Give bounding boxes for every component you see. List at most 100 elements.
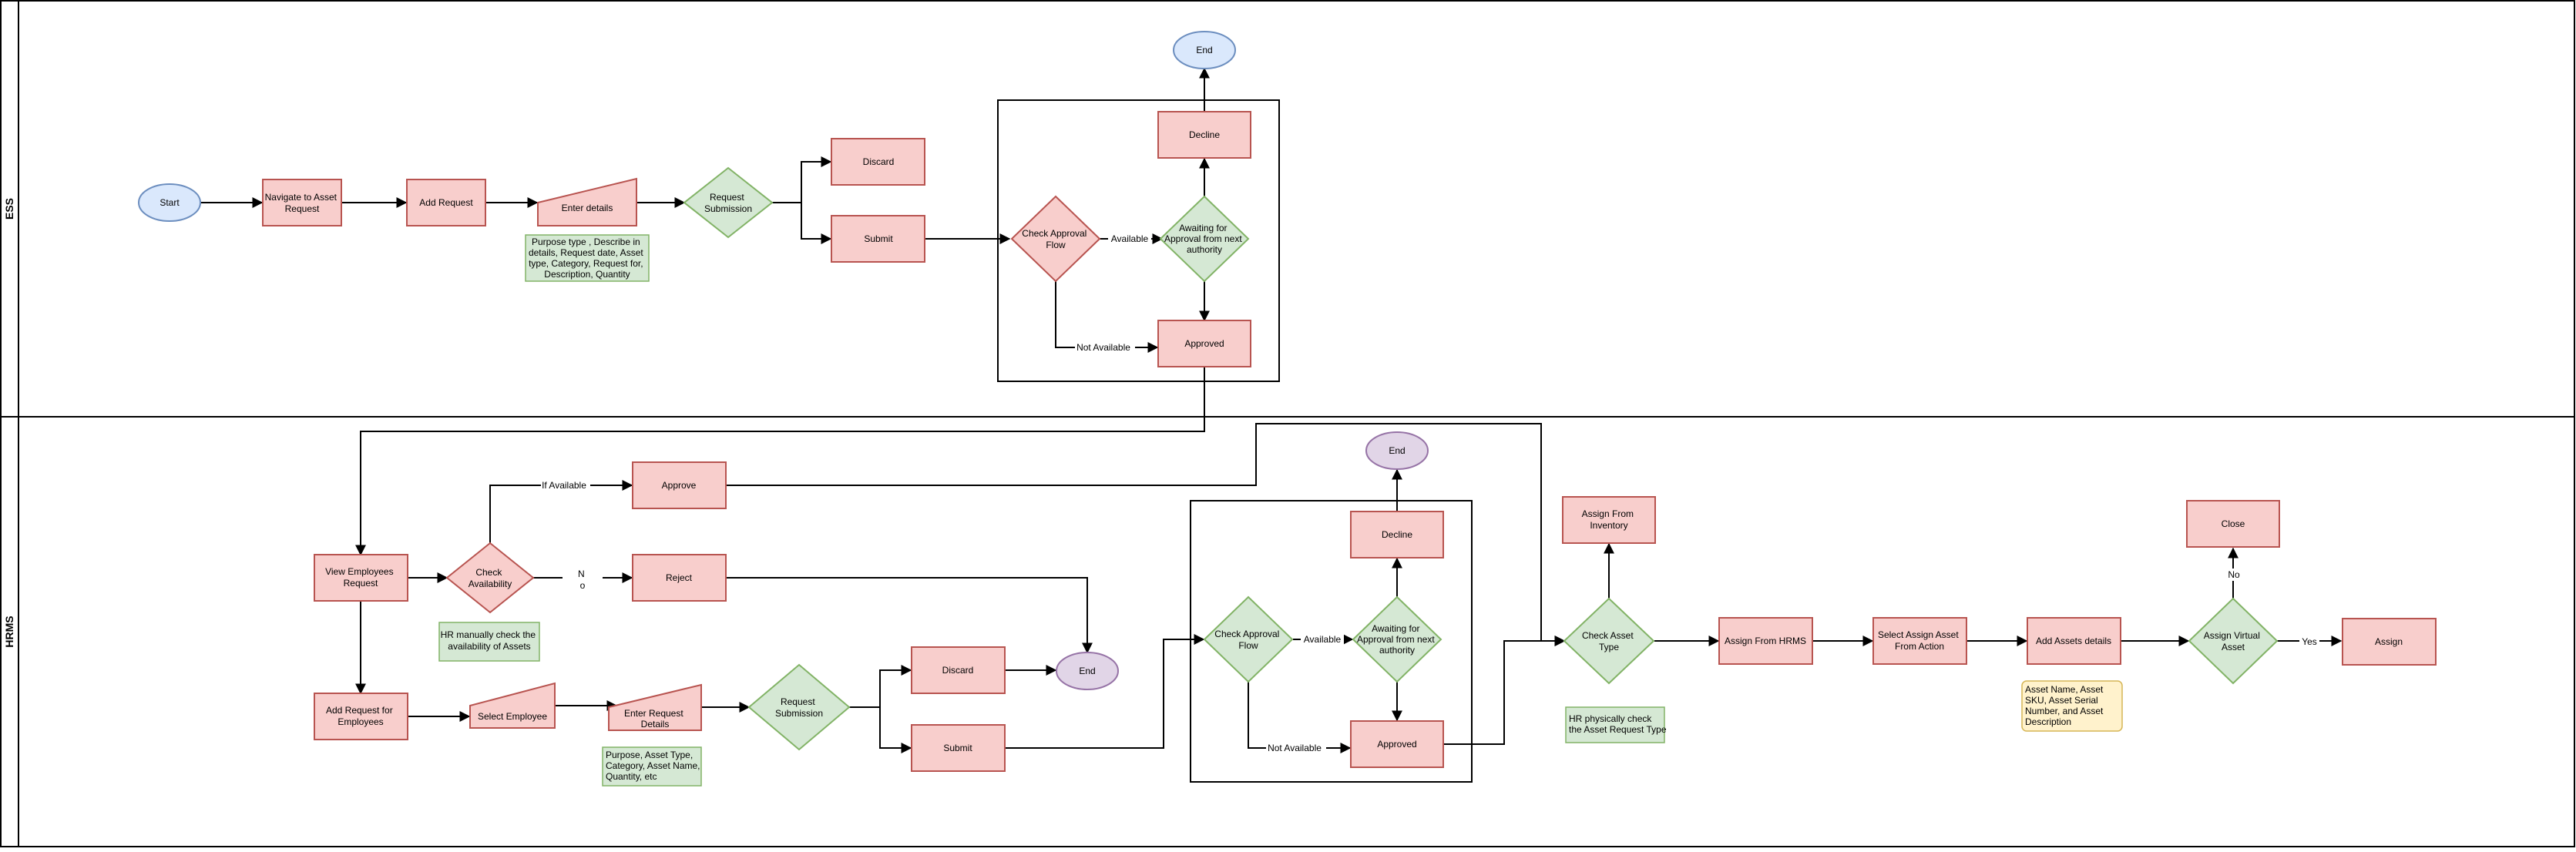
svg-text:Assign From Inventory: Assign From Inventory <box>1582 508 1637 531</box>
node-request-submission-hrms[interactable]: Request Submission <box>747 663 851 751</box>
edge-label-yes: Yes <box>2302 636 2317 647</box>
svg-text:Add Request for Employee: Add Request for Employees <box>326 705 395 727</box>
svg-text:Request Submission: Request Submission <box>704 192 752 214</box>
node-awaiting-approval[interactable]: Awaiting for Approval from next authorit… <box>1159 195 1250 283</box>
svg-text:Submit: Submit <box>943 743 972 753</box>
svg-text:Close: Close <box>2222 518 2245 529</box>
svg-text:Approved: Approved <box>1377 739 1416 750</box>
node-select-assign-asset[interactable]: Select Assign Asset From Action <box>1872 617 1967 665</box>
node-check-approval-flow[interactable]: Check Approval Flow <box>1010 195 1101 283</box>
node-discard-hrms[interactable]: Discard <box>911 646 1006 694</box>
node-submit-hrms[interactable]: Submit <box>911 724 1006 772</box>
node-enter-details[interactable]: Enter details <box>537 177 637 226</box>
svg-text:Awaiting for Approval fr: Awaiting for Approval from next authorit… <box>1357 623 1437 656</box>
edge-label-not-available-hrms2: Not Available <box>1268 743 1322 753</box>
svg-text:Check Approval Flow: Check Approval Flow <box>1022 228 1089 250</box>
svg-text:Purpose, Asset Type, Cat: Purpose, Asset Type, Category, Asset Nam… <box>606 750 703 782</box>
node-discard[interactable]: Discard <box>831 138 925 186</box>
svg-text:Submit: Submit <box>864 233 893 244</box>
node-reject[interactable]: Reject <box>632 554 727 602</box>
node-assign-from-inventory[interactable]: Assign From Inventory <box>1562 496 1656 544</box>
edge-submission-discard-h <box>849 665 912 708</box>
svg-text:End: End <box>1389 445 1405 456</box>
svg-text:Purpose type , Describe in: Purpose type , Describe in details, Requ… <box>529 236 646 280</box>
svg-text:Decline: Decline <box>1189 129 1220 140</box>
svg-text:Asset Name, Asset SKU, A: Asset Name, Asset SKU, Asset Serial Numb… <box>2025 684 2106 727</box>
svg-text:Discard: Discard <box>942 665 974 676</box>
svg-text:Assign From HRMS: Assign From HRMS <box>1725 636 1806 646</box>
node-check-availability[interactable]: Check Availability <box>445 542 535 614</box>
lane-title-hrms: HRMS <box>3 616 15 647</box>
note-hr-manual-check: HR manually check the availability of As… <box>438 622 540 662</box>
svg-text:Start: Start <box>160 197 180 208</box>
svg-text:Navigate to Asset Reques: Navigate to Asset Request <box>265 192 340 214</box>
node-request-submission[interactable]: Request Submission <box>683 166 774 239</box>
svg-text:Discard: Discard <box>863 156 895 167</box>
node-add-request[interactable]: Add Request <box>406 179 486 226</box>
node-submit[interactable]: Submit <box>831 215 925 263</box>
lane-title-ess: ESS <box>3 198 15 220</box>
hrms-approval-group <box>1190 500 1473 783</box>
note-hr-physical-check: HR physically check the Asset Request Ty… <box>1565 706 1667 743</box>
note-asset-fields: Asset Name, Asset SKU, Asset Serial Numb… <box>2021 680 2123 732</box>
node-enter-request-details[interactable]: Enter Request Details <box>608 683 702 731</box>
ess-approval-group <box>997 99 1280 382</box>
svg-text:Request Submission: Request Submission <box>775 696 823 719</box>
svg-text:Check Asset Type: Check Asset Type <box>1582 630 1636 652</box>
svg-text:Add Assets details: Add Assets details <box>2036 636 2111 646</box>
edge-labels: Available Not Available If Available N o… <box>541 233 2319 754</box>
svg-text:Enter details: Enter details <box>562 203 613 213</box>
node-assign-virtual-asset[interactable]: Assign Virtual Asset <box>2188 597 2279 685</box>
edge-label-if-available: If Available <box>542 480 586 491</box>
node-select-employee[interactable]: Select Employee <box>469 682 556 729</box>
edge-label-not-available: Not Available <box>1076 342 1130 353</box>
svg-text:End: End <box>1196 45 1212 55</box>
edge-check-approved <box>1055 281 1159 353</box>
edge-label-not-available-hrms: N o <box>578 569 587 591</box>
node-assign[interactable]: Assign <box>2342 618 2437 666</box>
node-add-request-employees[interactable]: Add Request for Employees <box>314 693 408 740</box>
svg-text:Enter Request Details: Enter Request Details <box>624 708 686 730</box>
svg-text:Select Assign Asset From: Select Assign Asset From Action <box>1878 629 1961 652</box>
svg-text:Awaiting for Approval fr: Awaiting for Approval from next authorit… <box>1164 223 1244 255</box>
svg-text:Check Availability: Check Availability <box>469 567 512 589</box>
svg-text:HR manually check the av: HR manually check the availability of As… <box>441 629 539 652</box>
node-approved-hrms[interactable]: Approved <box>1350 720 1444 768</box>
note-purpose: Purpose, Asset Type, Category, Asset Nam… <box>602 746 703 787</box>
svg-text:View Employees Request: View Employees Request <box>325 566 396 589</box>
node-approve[interactable]: Approve <box>632 461 727 509</box>
edge-approved-checkasset <box>1444 636 1566 745</box>
node-approved[interactable]: Approved <box>1157 320 1251 367</box>
edge-check-approved-h <box>1248 682 1352 753</box>
svg-text:End: End <box>1079 666 1095 676</box>
note-ess-details: Purpose type , Describe in details, Requ… <box>525 234 650 282</box>
svg-text:Select Employee: Select Employee <box>478 711 547 722</box>
edge-submission-submit-h <box>849 706 912 753</box>
node-decline[interactable]: Decline <box>1157 111 1251 159</box>
node-assign-from-hrms[interactable]: Assign From HRMS <box>1718 617 1813 665</box>
node-decline-hrms[interactable]: Decline <box>1350 511 1444 558</box>
node-close[interactable]: Close <box>2186 500 2280 548</box>
swimlane-ess: ESS <box>0 0 2575 418</box>
node-check-asset-type[interactable]: Check Asset Type <box>1563 597 1655 685</box>
node-awaiting-approval-hrms[interactable]: Awaiting for Approval from next authorit… <box>1352 595 1442 683</box>
edge-submit-check-h <box>1005 634 1205 749</box>
node-end-ess[interactable]: End <box>1173 31 1236 69</box>
svg-text:Reject: Reject <box>666 572 693 583</box>
node-add-assets-details[interactable]: Add Assets details <box>2027 617 2121 665</box>
node-start[interactable]: Start <box>138 183 201 222</box>
svg-text:Check Approval Flow: Check Approval Flow <box>1214 629 1281 651</box>
node-check-approval-flow-hrms[interactable]: Check Approval Flow <box>1203 595 1294 683</box>
node-end-hrms-mid[interactable]: End <box>1056 652 1119 690</box>
edge-label-available-hrms: Available <box>1304 634 1342 645</box>
node-end-hrms-top[interactable]: End <box>1365 431 1429 470</box>
edge-checkavail-approve <box>489 480 633 543</box>
node-navigate-asset-request[interactable]: Navigate to Asset Request <box>262 179 342 226</box>
edge-submission-discard <box>772 156 832 203</box>
edges <box>200 67 2343 753</box>
edge-reject-end <box>726 577 1093 654</box>
node-view-employees-request[interactable]: View Employees Request <box>314 554 408 602</box>
edge-label-no: No <box>2228 569 2240 580</box>
svg-text:Assign: Assign <box>2375 636 2403 647</box>
